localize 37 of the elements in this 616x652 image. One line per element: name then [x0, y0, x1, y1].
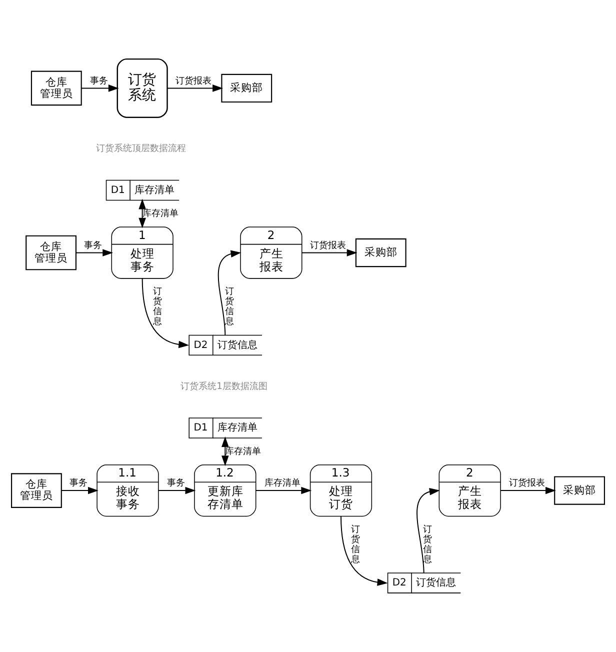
node-box: 采购部: [355, 238, 406, 268]
edge-label: 订货报表: [508, 478, 545, 489]
edge-label: 库存清单: [264, 478, 300, 489]
arrow: [60, 486, 98, 494]
edge-label: 库存清单: [225, 446, 262, 457]
arrow: [142, 278, 190, 348]
label: 订货系统1层数据流图: [180, 380, 268, 392]
arrow: [158, 486, 196, 494]
edge-label: 事务: [90, 75, 108, 86]
node-box: 仓库管理员: [11, 473, 62, 508]
arrow: [222, 436, 229, 466]
edge-label: 订货信息: [350, 524, 360, 565]
edge-label: 订货信息: [423, 524, 432, 565]
arrow: [218, 250, 242, 336]
arrow: [81, 84, 119, 92]
arrow: [302, 249, 358, 256]
node-box: 采购部: [554, 476, 605, 505]
arrow: [416, 488, 440, 574]
edge-label: 事务: [70, 478, 88, 489]
edge-label: 库存清单: [142, 208, 178, 220]
node-box: 订货系统: [116, 58, 168, 118]
arrow: [340, 516, 388, 586]
edge-label: 订货报表: [310, 240, 346, 251]
edge-label: 订货信息: [225, 286, 234, 328]
arrow: [166, 84, 223, 92]
label: 订货系统顶层数据流程: [96, 143, 186, 154]
node-box: 采购部: [221, 74, 272, 103]
edge-label: 订货报表: [176, 75, 212, 86]
edge-label: 事务: [166, 478, 185, 489]
node-box: 仓库管理员: [30, 70, 82, 106]
edge-label: 事务: [84, 240, 102, 251]
arrow: [138, 198, 146, 228]
arrow: [75, 249, 114, 256]
arrow: [500, 486, 556, 494]
node-box: 仓库管理员: [26, 235, 76, 270]
arrow: [255, 486, 312, 494]
edge-label: 订货信息: [153, 286, 162, 328]
